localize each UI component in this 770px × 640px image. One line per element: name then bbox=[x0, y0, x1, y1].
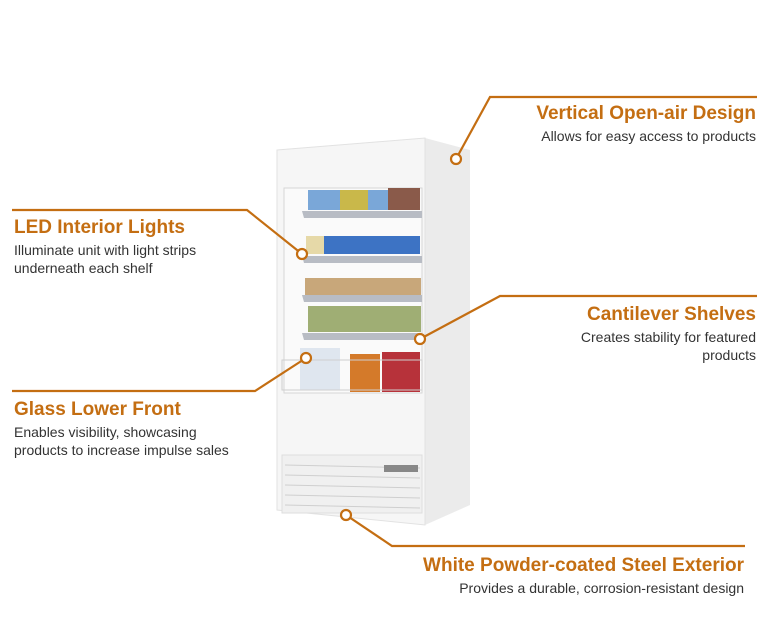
marker-dot-led-lights bbox=[295, 247, 309, 261]
callout-title: Cantilever Shelves bbox=[587, 304, 756, 325]
callout-title: LED Interior Lights bbox=[14, 217, 185, 238]
leader-line-cantilever bbox=[419, 294, 757, 340]
callout-title: White Powder-coated Steel Exterior bbox=[423, 555, 744, 576]
callout-title: Vertical Open-air Design bbox=[536, 103, 756, 124]
callout-led-lights: LED Interior Lights Illuminate unit with… bbox=[14, 217, 229, 277]
leader-line-steel-exterior bbox=[345, 514, 745, 548]
marker-dot-steel-exterior bbox=[339, 508, 353, 522]
callout-steel-exterior: White Powder-coated Steel Exterior Provi… bbox=[384, 555, 744, 597]
callout-glass-lower-front: Glass Lower Front Enables visibility, sh… bbox=[14, 399, 229, 459]
callout-description: Enables visibility, showcasing products … bbox=[14, 424, 229, 458]
callout-description: Creates stability for featured products bbox=[580, 329, 756, 363]
marker-dot-cantilever bbox=[413, 332, 427, 346]
leader-line-vertical-open-air bbox=[455, 95, 757, 160]
callout-vertical-open-air: Vertical Open-air Design Allows for easy… bbox=[456, 103, 756, 145]
callout-description: Allows for easy access to products bbox=[541, 128, 756, 144]
callout-title: Glass Lower Front bbox=[14, 399, 181, 420]
leader-line-glass-front bbox=[12, 357, 307, 393]
leader-line-led-lights bbox=[12, 208, 303, 255]
callout-description: Illuminate unit with light strips undern… bbox=[14, 242, 197, 276]
merchandiser-image bbox=[276, 137, 470, 526]
callout-description: Provides a durable, corrosion-resistant … bbox=[459, 580, 744, 596]
marker-dot-vertical-open-air bbox=[449, 152, 463, 166]
callout-cantilever-shelves: Cantilever Shelves Creates stability for… bbox=[546, 304, 756, 364]
marker-dot-glass-front bbox=[299, 351, 313, 365]
